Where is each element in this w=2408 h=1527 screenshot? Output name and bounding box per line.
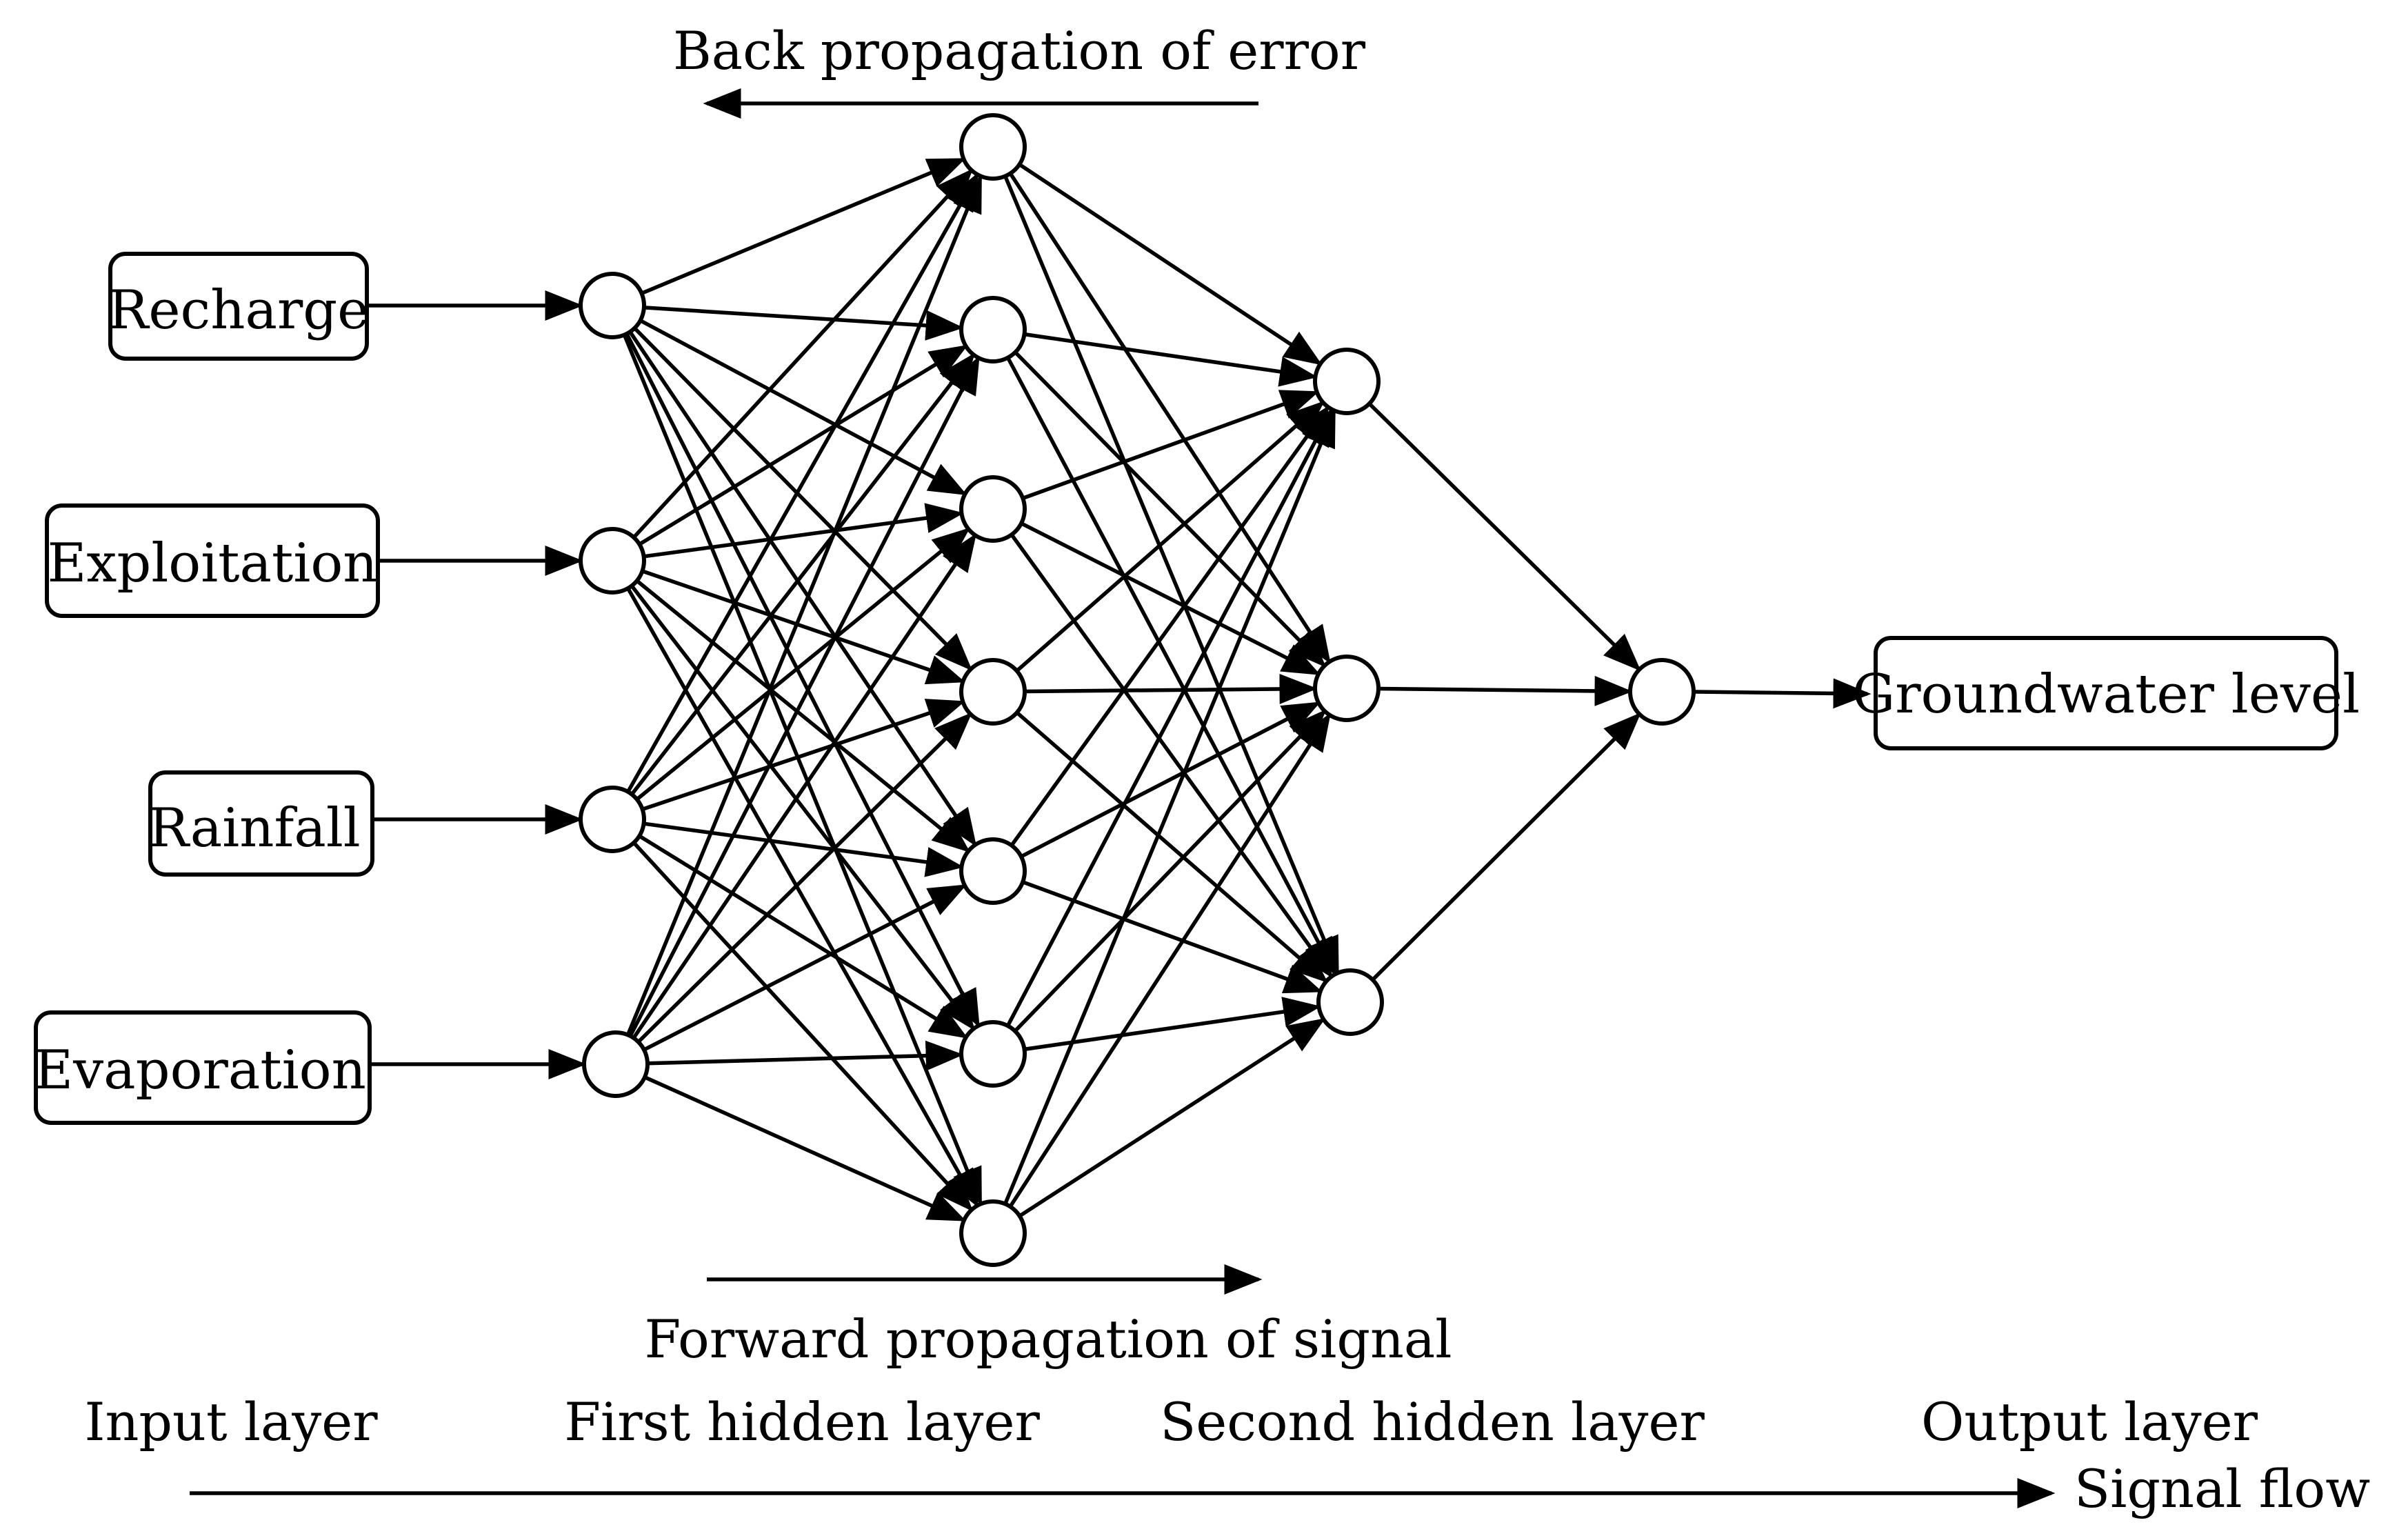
hidden1-node — [959, 113, 1027, 181]
input-variable-box: Exploitation — [45, 503, 583, 618]
input-to-hidden1-edge — [628, 355, 980, 1037]
input-to-hidden1-edge — [628, 330, 977, 847]
hidden1-node — [959, 1199, 1027, 1267]
hidden1-node — [959, 1020, 1027, 1088]
hidden1-to-hidden2-edge — [1024, 332, 1318, 387]
hidden1-to-hidden2-edge — [1018, 163, 1323, 366]
input-to-hidden1-edge — [641, 157, 966, 295]
input-to-hidden1-edge — [643, 503, 964, 559]
output-arrow — [1694, 678, 1872, 709]
hidden1-to-hidden2-edge — [1024, 997, 1321, 1052]
back-propagation-label: Back propagation of error — [673, 20, 1366, 81]
input-to-hidden1-edge — [625, 174, 983, 1036]
input-to-hidden1-edge — [638, 834, 968, 1039]
hidden1-to-hidden2-edge — [1019, 1018, 1326, 1218]
input-to-hidden1-edge — [636, 712, 972, 1044]
input-node — [582, 1030, 650, 1098]
output-box — [1874, 636, 2338, 750]
input-node — [579, 527, 646, 595]
input-to-hidden1-edge — [632, 841, 974, 1212]
input-to-hidden1-edge — [638, 345, 968, 546]
hidden1-to-hidden2-edge — [1008, 172, 1331, 664]
hidden1-to-hidden2-edge — [1010, 533, 1334, 979]
input-to-hidden1-edge — [641, 699, 965, 811]
hidden2-to-output-edge — [1367, 402, 1641, 672]
input-variable-box: Recharge — [108, 252, 583, 361]
input-to-hidden1-edge — [643, 884, 967, 1052]
input-to-hidden1-edge — [635, 527, 971, 801]
first-hidden-layer-label: First hidden layer — [564, 1391, 1040, 1453]
hidden1-to-hidden2-edge — [1014, 350, 1327, 668]
input-to-hidden1-edge — [630, 584, 976, 1031]
input-to-hidden1-edge — [632, 168, 974, 539]
input-box — [34, 1010, 372, 1125]
hidden1-to-hidden2-edge — [1008, 712, 1331, 1208]
input-label: Rainfall — [148, 797, 360, 859]
hidden1-to-hidden2-edge — [1005, 407, 1334, 1027]
hidden1-to-hidden2-edge — [1006, 357, 1337, 977]
input-to-hidden1-edge — [643, 306, 964, 341]
hidden2-node — [1313, 655, 1381, 722]
hidden1-node — [959, 475, 1027, 543]
input-node — [579, 272, 646, 339]
input-to-hidden1-edge — [647, 1040, 964, 1071]
hidden1-to-hidden2-edge — [1015, 401, 1325, 672]
input-to-hidden1-edge — [626, 172, 979, 793]
hidden1-to-hidden2-edge — [1022, 390, 1320, 500]
input-label: Recharge — [108, 279, 370, 341]
input-to-hidden1-edge — [643, 821, 964, 877]
input-to-hidden1-edge — [639, 319, 967, 495]
connection-edges — [622, 157, 1641, 1221]
input-node — [579, 786, 646, 853]
second-hidden-layer-label: Second hidden layer — [1160, 1391, 1705, 1453]
output-variable: Groundwater level — [1694, 636, 2360, 750]
input-to-hidden1-edge — [643, 1075, 967, 1221]
hidden1-to-hidden2-edge — [1015, 711, 1328, 984]
hidden1-to-hidden2-edge — [1003, 408, 1336, 1205]
input-label: Evaporation — [34, 1039, 366, 1101]
hidden1-node — [959, 658, 1027, 726]
input-box — [148, 770, 374, 877]
hidden1-to-hidden2-edge — [1020, 701, 1321, 859]
hidden1-to-hidden2-edge — [1003, 175, 1340, 975]
output-node — [1628, 658, 1696, 726]
hidden1-to-hidden2-edge — [1014, 709, 1327, 1032]
input-variable-box: Evaporation — [34, 1010, 587, 1125]
input-to-hidden1-edge — [641, 569, 965, 685]
input-to-hidden1-edge — [632, 533, 977, 1039]
hidden2-node — [1316, 968, 1384, 1036]
hidden1-to-hidden2-edge — [1020, 521, 1321, 675]
forward-propagation-label: Forward propagation of signal — [644, 1308, 1452, 1370]
signal-flow-label: Signal flow — [2074, 1458, 2370, 1519]
hidden2-node — [1313, 348, 1381, 415]
input-variable-box: Rainfall — [148, 770, 583, 877]
input-to-hidden1-edge — [630, 352, 975, 796]
output-layer-label: Output layer — [1921, 1391, 2258, 1453]
input-to-hidden1-edge — [635, 579, 971, 853]
input-layer-label: Input layer — [84, 1391, 378, 1453]
hidden1-node — [959, 296, 1027, 363]
hidden2-to-output-edge — [1371, 712, 1641, 981]
hidden1-to-hidden2-edge — [1024, 673, 1318, 704]
hidden1-to-hidden2-edge — [1010, 405, 1330, 847]
output-label: Groundwater level — [1852, 663, 2360, 726]
hidden1-node — [959, 837, 1027, 905]
input-to-hidden1-edge — [622, 334, 983, 1206]
network-nodes — [579, 113, 1696, 1267]
input-label: Exploitation — [47, 532, 377, 595]
input-to-hidden1-edge — [633, 326, 973, 671]
hidden2-to-output-edge — [1378, 675, 1633, 706]
